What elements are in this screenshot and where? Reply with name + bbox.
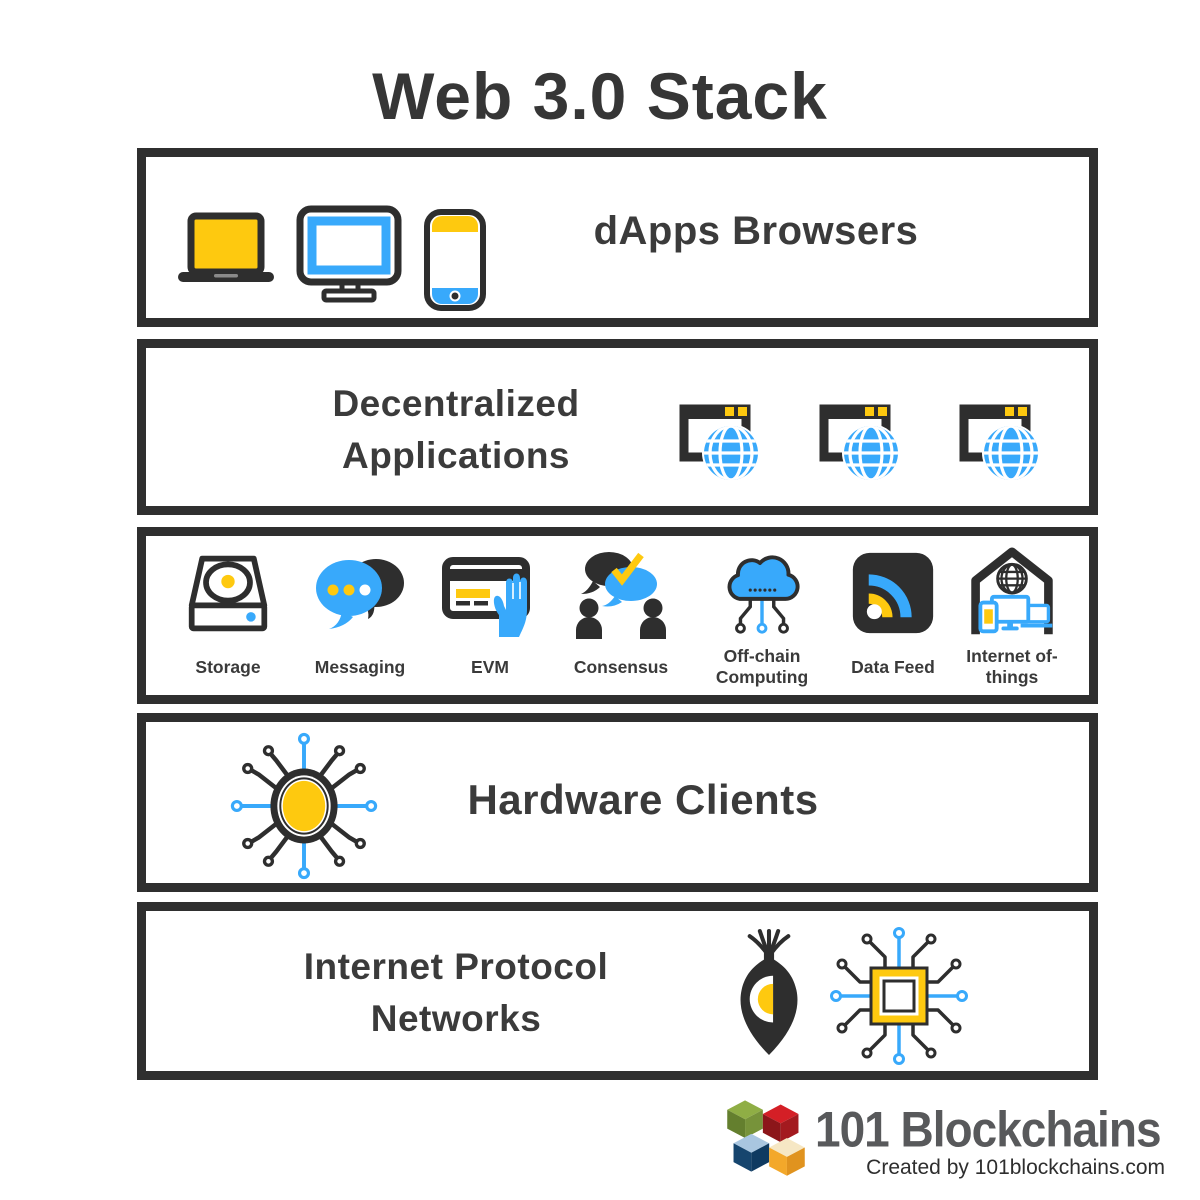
middleware-label: Off-chain Computing (715, 646, 809, 687)
blue-cube (733, 1133, 770, 1172)
decentralized-applications-label: Decentralized Applications (166, 378, 746, 482)
middleware-item-evm: EVM (424, 546, 556, 690)
storage-icon (184, 546, 272, 640)
ipn-line1: Internet Protocol (303, 946, 609, 987)
green-cube (727, 1100, 763, 1139)
red-cube (762, 1104, 799, 1143)
middleware-item-consensus: Consensus (555, 546, 687, 690)
layer-decentralized-applications: Decentralized Applications (137, 339, 1098, 515)
middleware-item-datafeed: Data Feed (827, 546, 959, 690)
middleware-item-storage: Storage (162, 546, 294, 690)
layer-middleware: Storage Messaging (137, 527, 1098, 704)
layer-dapps-browsers: dApps Browsers (137, 148, 1098, 327)
dapp-browser-globe-icon (678, 403, 762, 483)
hardware-clients-label: Hardware Clients (467, 776, 819, 823)
messaging-icon (312, 546, 408, 640)
laptop-icon (176, 210, 276, 285)
middleware-item-offchain: Off-chain Computing (696, 546, 828, 690)
page-title: Web 3.0 Stack (372, 59, 828, 133)
data-feed-icon (851, 546, 935, 640)
chip-icon (824, 921, 974, 1071)
middleware-label: Data Feed (851, 656, 935, 677)
orange-cube (769, 1138, 805, 1176)
dapp-browser-globe-icon (958, 403, 1042, 483)
hardware-node-icon (224, 727, 384, 885)
middleware-label: Internet of-things (966, 646, 1058, 687)
consensus-icon (573, 546, 669, 640)
evm-icon (442, 546, 538, 640)
monitor-icon (296, 205, 402, 303)
middleware-label: Storage (195, 656, 261, 677)
offchain-computing-icon (715, 546, 809, 640)
internet-protocol-networks-label: Internet Protocol Networks (166, 941, 746, 1045)
middleware-label: Consensus (573, 656, 669, 677)
layer-hardware-clients: Hardware Clients (137, 713, 1098, 892)
dapps-browsers-label: dApps Browsers (593, 209, 919, 253)
ipn-line2: Networks (370, 998, 542, 1039)
dapp-browser-globe-icon (818, 403, 902, 483)
middleware-item-iot: Internet of-things (946, 546, 1078, 690)
middleware-label: EVM (471, 656, 509, 677)
brand-logo-cubes-icon (722, 1096, 810, 1178)
layer-internet-protocol-networks: Internet Protocol Networks (137, 902, 1098, 1080)
iot-icon (966, 546, 1058, 640)
smartphone-icon (424, 209, 486, 311)
middleware-label: Messaging (314, 656, 406, 677)
brand-credit: Created by 101blockchains.com (866, 1156, 1165, 1179)
middleware-item-messaging: Messaging (294, 546, 426, 690)
decentralized-line1: Decentralized (332, 383, 580, 424)
onion-network-icon (732, 925, 806, 1059)
brand-name: 101 Blockchains (815, 1101, 1162, 1158)
decentralized-line2: Applications (341, 435, 571, 476)
